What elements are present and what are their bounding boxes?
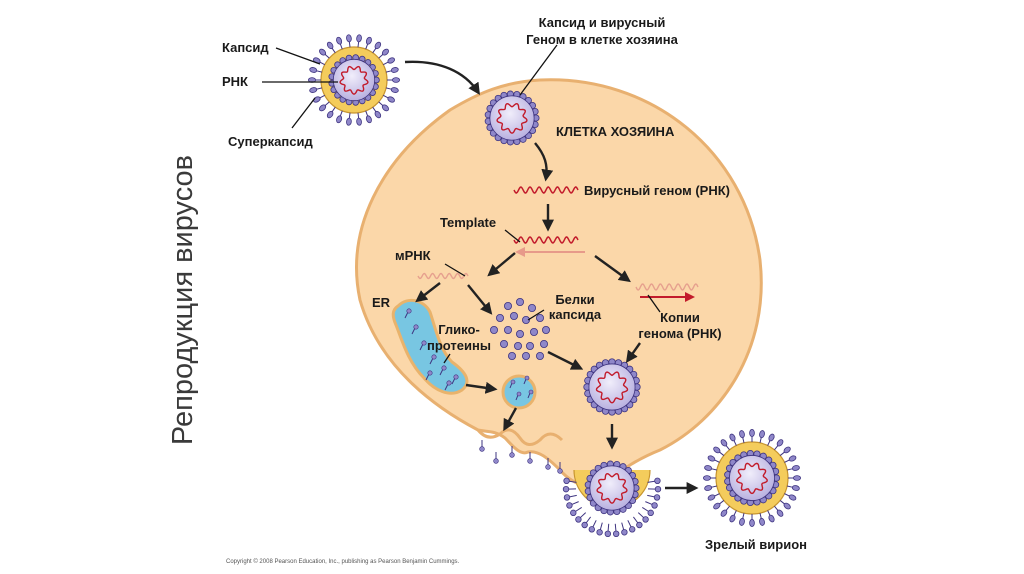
- viral-genome-label: Вирусный геном (РНК): [584, 183, 730, 198]
- budding-virion-icon: [562, 460, 662, 538]
- cell-membrane-buds: [476, 428, 564, 446]
- mrna-leader: [444, 263, 466, 277]
- host-cell-label: КЛЕТКА ХОЗЯИНА: [556, 124, 675, 139]
- template-strand-rna: [513, 236, 579, 244]
- proteins-leader: [527, 309, 545, 321]
- capsid-genome-label-1: Капсид и вирусный: [539, 15, 666, 30]
- endoplasmic-reticulum: [391, 298, 469, 395]
- to-mrna-arrow: [487, 252, 516, 277]
- supercapsid-label: Суперкапсид: [228, 134, 313, 149]
- capsid-label: Капсид: [222, 40, 269, 55]
- capsid-proteins-label-2: капсида: [549, 307, 602, 322]
- entry-arrow: [404, 60, 480, 96]
- mature-virion-icon: [702, 428, 802, 528]
- glyco-label-2: протеины: [427, 338, 491, 353]
- mrna-label: мРНК: [395, 248, 431, 263]
- er-label: ER: [372, 295, 391, 310]
- internal-capsid-icon: [484, 90, 540, 146]
- glyco-label-1: Глико-: [438, 322, 480, 337]
- supercapsid-leader: [291, 97, 316, 129]
- viral-genome-rna: [513, 186, 579, 194]
- assembled-capsid-icon: [583, 358, 641, 416]
- genome-copies-label-1: Копии: [660, 310, 700, 325]
- genome-copy-template: [635, 283, 699, 291]
- capsid-leader: [275, 47, 321, 65]
- to-proteins-arrow: [467, 284, 493, 315]
- copyright-note: Copyright © 2008 Pearson Education, Inc.…: [226, 558, 460, 565]
- to-er-arrow: [415, 282, 441, 303]
- host-virus-leader: [519, 44, 558, 96]
- host-cell: [355, 78, 763, 489]
- side-title: Репродукция вирусов: [167, 155, 199, 445]
- mrna-strand: [417, 272, 469, 280]
- capsid-proteins-label-1: Белки: [555, 292, 594, 307]
- assembly-arrow-1: [547, 350, 584, 370]
- transport-vesicle: [501, 374, 537, 410]
- to-copies-arrow: [594, 255, 631, 283]
- free-virion-icon: [308, 34, 400, 126]
- template-label: Template: [440, 215, 496, 230]
- capsid-proteins-cluster: [489, 297, 551, 360]
- copies-leader: [647, 294, 661, 313]
- uncoating-arrow: [534, 142, 554, 182]
- template-leader: [504, 229, 521, 243]
- vesicle-arrow: [465, 381, 498, 394]
- assembly-arrow-2: [625, 342, 641, 363]
- genome-copies-label-2: генома (РНК): [638, 326, 721, 341]
- membrane-glycoproteins: [479, 440, 563, 474]
- fusion-arrow: [503, 407, 518, 432]
- capsid-genome-label-2: Геном в клетке хозяина: [526, 32, 678, 47]
- rna-label: РНК: [222, 74, 248, 89]
- glyco-leader: [443, 353, 451, 364]
- mature-virion-label: Зрелый вирион: [705, 537, 807, 552]
